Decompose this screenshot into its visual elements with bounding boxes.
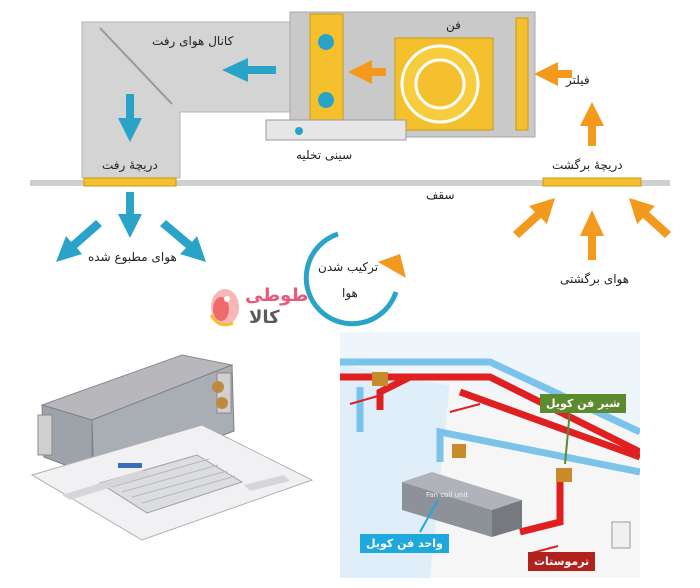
display-panel — [118, 463, 142, 468]
valve-3 — [556, 468, 572, 482]
supply-arrow-down-right — [160, 220, 206, 262]
arrow-into-coil — [348, 60, 386, 84]
label-conditioned-air: هوای مطبوع شده — [88, 250, 177, 264]
arrow-up-filter — [580, 102, 604, 146]
filter — [515, 17, 529, 131]
ceiling-line — [30, 180, 670, 186]
logo-line1: طوطی — [245, 285, 309, 306]
tag-valve: شیر فن کویل — [540, 394, 627, 413]
valve-tag-line — [564, 409, 571, 465]
unit-tag-line — [419, 499, 439, 533]
logo-line2: کالا — [249, 307, 280, 328]
drain-pan — [265, 119, 407, 141]
fcu-box-label: Fan coil unit — [426, 491, 469, 499]
label-supply-grille: دریچهٔ رفت — [102, 158, 158, 172]
fcu-box-side — [492, 500, 522, 537]
valve-2 — [452, 444, 466, 458]
grille-slats — [111, 458, 236, 504]
valve-1 — [372, 372, 388, 386]
label-return-grille: دریچهٔ برگشت — [552, 158, 623, 172]
label-fan: فن — [446, 18, 461, 32]
supply-arrow-down — [118, 94, 142, 142]
coil — [309, 13, 344, 133]
return-arrow-up — [580, 210, 604, 260]
return-arrows — [348, 60, 671, 278]
supply-arrow-below — [118, 192, 142, 238]
return-grille — [542, 177, 642, 187]
brand-logo: طوطی کالا — [205, 285, 309, 335]
louvre-right — [244, 475, 290, 491]
fcu-box-front — [402, 482, 492, 537]
coil-pipe-bottom — [318, 92, 334, 108]
fan-hub — [414, 58, 466, 110]
bracket-left — [37, 414, 53, 456]
arrow-into-filter — [534, 62, 572, 86]
drain-pan-outlet — [295, 127, 303, 135]
supply-arrow-down-left — [56, 220, 102, 262]
label-filter: فیلتر — [566, 73, 590, 87]
return-arrow-up-right — [629, 198, 671, 238]
supply-arrows — [56, 58, 399, 327]
louvre-front — [62, 470, 150, 500]
return-arrow-up-left — [513, 198, 555, 238]
fcu-box-top — [402, 472, 522, 510]
label-air-combination-1: ترکیب شدن — [318, 260, 379, 274]
supply-pipes — [340, 373, 640, 536]
installation-diagram: Fan coil unit شیر فن کویل واحد فن کویل ت… — [340, 332, 640, 578]
label-drain-pan: سینی تخلیه — [296, 148, 353, 162]
combination-circle — [303, 231, 399, 327]
cassette-grille — [98, 454, 244, 514]
label-air-combination-2: هوا — [342, 286, 358, 300]
duct-turning-vane — [99, 27, 173, 105]
pipe-connection-2 — [216, 397, 228, 409]
cassette-unit-illustration — [30, 354, 314, 541]
coil-pipe-top — [318, 34, 334, 50]
label-ceiling: سقف — [426, 188, 455, 202]
tag-unit: واحد فن کویل — [360, 534, 449, 553]
thermostat-device — [611, 521, 631, 549]
label-supply-duct: کانال هوای رفت — [152, 34, 234, 48]
combination-arrowhead — [378, 254, 406, 278]
pipe-connection-1 — [212, 381, 224, 393]
label-return-air: هوای برگشتی — [560, 272, 630, 286]
parrot-icon — [209, 289, 239, 327]
supply-arrow-left — [222, 58, 276, 82]
supply-grille — [83, 177, 177, 187]
tag-thermostat: ترموستات — [528, 552, 596, 571]
